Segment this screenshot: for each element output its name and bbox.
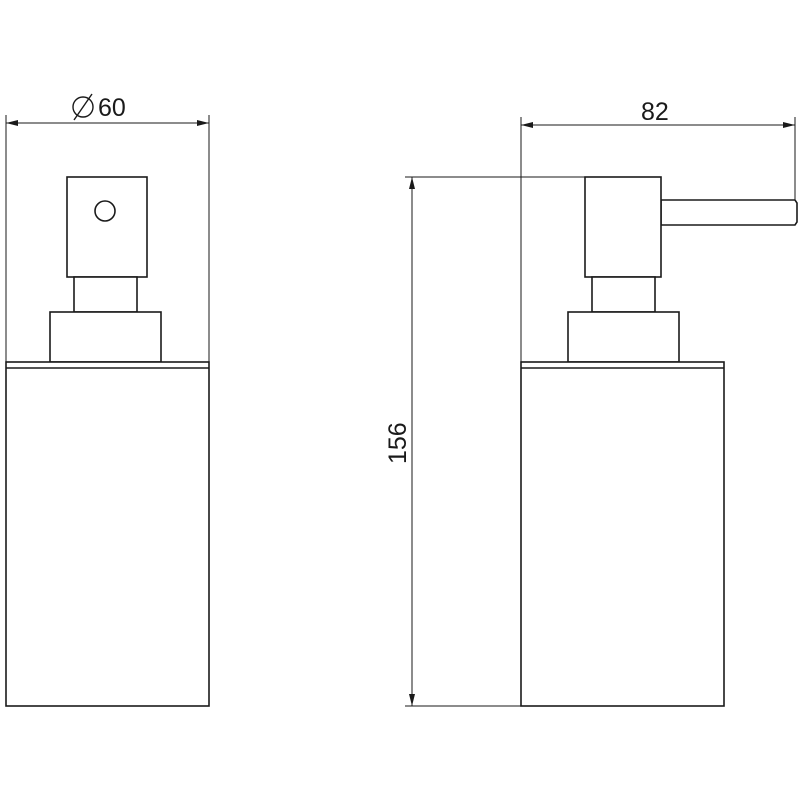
pump-collar	[49, 311, 162, 363]
front-view: 60	[5, 93, 210, 707]
side-depth-label: 82	[641, 98, 669, 126]
pump-stem	[73, 276, 138, 313]
arrowhead-right	[197, 120, 209, 126]
arrowhead-right	[783, 122, 795, 128]
container-body	[520, 361, 725, 707]
side-height-dimension: 156	[384, 176, 585, 707]
side-depth-dimension: 82	[520, 98, 796, 362]
arrowhead-left	[6, 120, 18, 126]
side-view: 82 156	[384, 98, 798, 707]
pump-spout	[660, 199, 798, 226]
front-width-dimension: 60	[5, 93, 210, 362]
pump-head	[584, 176, 662, 278]
side-height-label: 156	[384, 422, 412, 464]
front-width-label: 60	[98, 94, 126, 122]
arrowhead-bottom	[409, 694, 415, 706]
arrowhead-left	[521, 122, 533, 128]
arrowhead-top	[409, 177, 415, 189]
pump-collar	[567, 311, 680, 363]
pump-stem	[591, 276, 656, 313]
nozzle-opening	[94, 200, 116, 222]
diameter-symbol-icon	[72, 93, 94, 121]
container-body	[5, 361, 210, 707]
pump-head	[66, 176, 148, 278]
